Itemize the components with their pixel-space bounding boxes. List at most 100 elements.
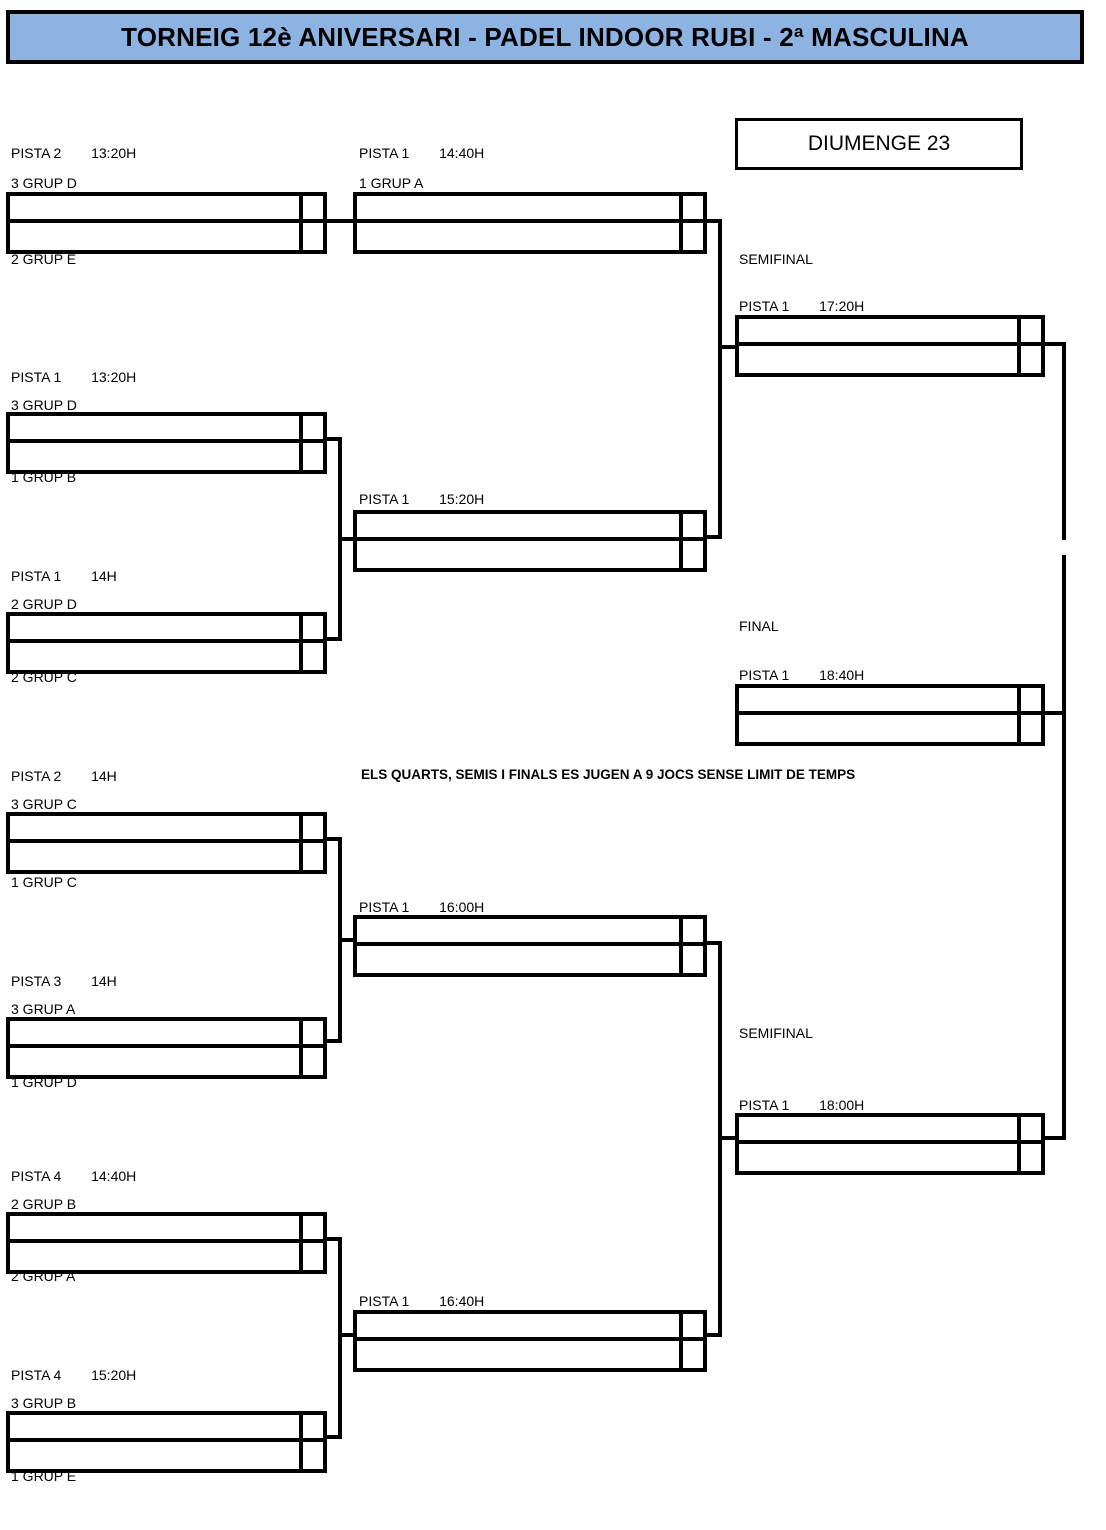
r16-3-bottom-seed: 2 GRUP C: [11, 669, 77, 685]
match-r16-4-bottom-score: [299, 843, 323, 870]
r16-3-top-seed: 2 GRUP D: [11, 596, 77, 612]
r16-6-court: PISTA 4: [11, 1168, 62, 1184]
match-qf-3-bottom-name: [357, 946, 679, 973]
match-r16-1[interactable]: [6, 192, 327, 254]
match-r16-5-bottom-score: [299, 1048, 323, 1075]
match-r16-1-slot-bottom[interactable]: [10, 223, 323, 250]
match-sf-1-bottom-score: [1017, 346, 1041, 373]
match-r16-6-slot-bottom[interactable]: [10, 1243, 323, 1270]
match-qf-2[interactable]: [353, 510, 707, 572]
match-qf-2-top-name: [357, 514, 679, 537]
qf-3-court: PISTA 1: [359, 899, 410, 915]
r16-5-top-seed: 3 GRUP A: [11, 1001, 76, 1017]
connector-r16-7-stub: [327, 1435, 342, 1439]
match-qf-3-slot-bottom[interactable]: [357, 946, 703, 973]
match-r16-1-slot-top[interactable]: [10, 196, 323, 223]
connector-to-qf-3: [338, 938, 356, 942]
match-sf-2-slot-top[interactable]: [739, 1117, 1041, 1144]
qf-4-court-time: PISTA 1 16:40H: [359, 1294, 484, 1308]
match-r16-7[interactable]: [6, 1411, 327, 1473]
qf-1-court: PISTA 1: [359, 145, 410, 161]
match-r16-4-slot-bottom[interactable]: [10, 843, 323, 870]
sf-1-court-time: PISTA 1 17:20H: [739, 299, 864, 313]
match-final-bottom-score: [1017, 715, 1041, 742]
match-r16-2-top-name: [10, 416, 299, 439]
match-sf-1-slot-top[interactable]: [739, 319, 1041, 346]
match-r16-3[interactable]: [6, 612, 327, 674]
qf-2-court-time: PISTA 1 15:20H: [359, 492, 484, 506]
r16-2-top-seed: 3 GRUP D: [11, 397, 77, 413]
match-r16-7-slot-bottom[interactable]: [10, 1442, 323, 1469]
match-r16-5[interactable]: [6, 1017, 327, 1079]
match-sf-2-top-score: [1017, 1117, 1041, 1140]
match-r16-3-slot-bottom[interactable]: [10, 643, 323, 670]
match-r16-7-slot-top[interactable]: [10, 1415, 323, 1442]
match-qf-3[interactable]: [353, 915, 707, 977]
r16-6-time: 14:40H: [91, 1168, 137, 1184]
match-r16-2[interactable]: [6, 412, 327, 474]
r16-5-court: PISTA 3: [11, 973, 62, 989]
match-r16-4-slot-top[interactable]: [10, 816, 323, 843]
match-r16-4[interactable]: [6, 812, 327, 874]
semifinal-top-label: SEMIFINAL: [739, 251, 813, 267]
match-final-slot-top[interactable]: [739, 688, 1041, 715]
match-r16-6-slot-top[interactable]: [10, 1216, 323, 1243]
day-label-box: DIUMENGE 23: [735, 118, 1023, 170]
r16-1-bottom-seed: 2 GRUP E: [11, 251, 77, 267]
match-sf-1-slot-bottom[interactable]: [739, 346, 1041, 373]
match-final-slot-bottom[interactable]: [739, 715, 1041, 742]
match-sf-2[interactable]: [735, 1113, 1045, 1175]
match-qf-4-slot-bottom[interactable]: [357, 1341, 703, 1368]
match-qf-1-bottom-score: [679, 223, 703, 250]
match-qf-1[interactable]: [353, 192, 707, 254]
connector-qf-3-stub: [707, 941, 722, 945]
match-r16-3-bottom-score: [299, 643, 323, 670]
match-qf-1-slot-top[interactable]: [357, 196, 703, 223]
match-r16-3-slot-top[interactable]: [10, 616, 323, 643]
match-qf-3-slot-top[interactable]: [357, 919, 703, 946]
final-court: PISTA 1: [739, 667, 790, 683]
qf-1-top-seed: 1 GRUP A: [359, 175, 424, 191]
r16-6-bottom-seed: 2 GRUP A: [11, 1268, 76, 1284]
match-r16-6[interactable]: [6, 1212, 327, 1274]
day-label-text: DIUMENGE 23: [807, 132, 951, 155]
connector-sf-1-vertical-upper: [1062, 342, 1066, 540]
qf-3-time: 16:00H: [439, 899, 485, 915]
r16-2-time: 13:20H: [91, 369, 137, 385]
match-final[interactable]: [735, 684, 1045, 746]
connector-r16-6-7-vertical: [338, 1237, 342, 1439]
r16-7-top-seed: 3 GRUP B: [11, 1395, 77, 1411]
match-r16-1-bottom-name: [10, 223, 299, 250]
match-qf-4[interactable]: [353, 1310, 707, 1372]
match-r16-7-bottom-score: [299, 1442, 323, 1469]
match-r16-2-slot-bottom[interactable]: [10, 443, 323, 470]
match-qf-2-bottom-name: [357, 541, 679, 568]
qf-1-court-time: PISTA 1 14:40H: [359, 146, 484, 160]
match-qf-4-slot-top[interactable]: [357, 1314, 703, 1341]
connector-to-final: [1030, 711, 1066, 715]
match-sf-2-slot-bottom[interactable]: [739, 1144, 1041, 1171]
match-qf-1-slot-bottom[interactable]: [357, 223, 703, 250]
match-r16-5-slot-bottom[interactable]: [10, 1048, 323, 1075]
match-sf-1-top-name: [739, 319, 1017, 342]
page-title: TORNEIG 12è ANIVERSARI - PADEL INDOOR RU…: [121, 21, 969, 52]
match-qf-4-bottom-name: [357, 1341, 679, 1368]
match-qf-4-bottom-score: [679, 1341, 703, 1368]
r16-4-top-seed: 3 GRUP C: [11, 796, 77, 812]
match-r16-6-bottom-name: [10, 1243, 299, 1270]
r16-5-bottom-seed: 1 GRUP D: [11, 1074, 77, 1090]
match-r16-2-slot-top[interactable]: [10, 416, 323, 443]
match-r16-5-bottom-name: [10, 1048, 299, 1075]
match-r16-7-top-score: [299, 1415, 323, 1438]
r16-2-court-time: PISTA 1 13:20H: [11, 370, 136, 384]
match-qf-2-slot-top[interactable]: [357, 514, 703, 541]
match-r16-5-slot-top[interactable]: [10, 1021, 323, 1048]
match-qf-2-slot-bottom[interactable]: [357, 541, 703, 568]
match-r16-4-top-score: [299, 816, 323, 839]
match-r16-6-top-score: [299, 1216, 323, 1239]
connector-r16-4-stub: [327, 837, 342, 841]
connector-r16-3-stub: [327, 637, 342, 641]
match-sf-1[interactable]: [735, 315, 1045, 377]
match-r16-5-top-name: [10, 1021, 299, 1044]
match-qf-4-top-score: [679, 1314, 703, 1337]
